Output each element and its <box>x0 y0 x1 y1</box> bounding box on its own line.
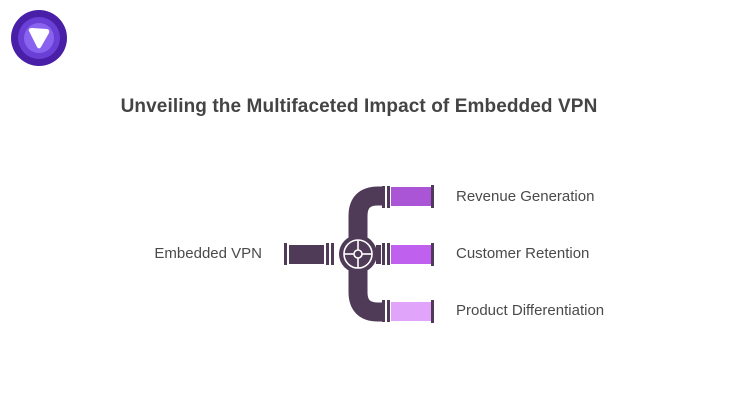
branch-pipe-revenue <box>382 185 434 208</box>
branch-label-retention: Customer Retention <box>456 245 590 262</box>
brand-logo <box>10 9 68 67</box>
branch-label-differentiation: Product Differentiation <box>456 302 605 319</box>
shield-play-logo-icon <box>11 10 67 66</box>
valve-wheel-icon <box>339 235 377 273</box>
branch-label-revenue: Revenue Generation <box>456 188 595 205</box>
branch-pipe-retention <box>387 243 434 266</box>
page-title: Unveiling the Multifaceted Impact of Emb… <box>120 96 598 117</box>
source-pipe <box>284 243 334 265</box>
source-label: Embedded VPN <box>154 245 262 262</box>
middle-connector <box>376 243 385 265</box>
branch-pipe-differentiation <box>382 300 434 323</box>
